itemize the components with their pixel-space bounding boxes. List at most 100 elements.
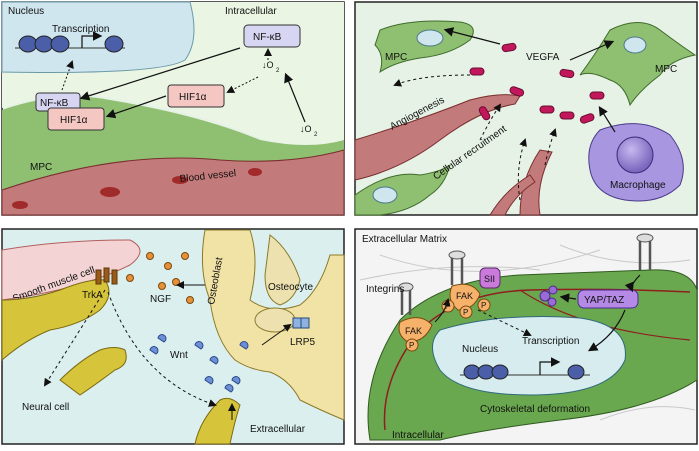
neural-label: Neural cell — [22, 402, 69, 413]
transcription-arrow — [81, 31, 103, 48]
phospho-label: P — [481, 301, 486, 310]
recruited-cell — [354, 163, 451, 216]
mpc-label: MPC — [30, 162, 52, 173]
red-blood-cell — [172, 176, 188, 184]
sii-protein — [479, 267, 501, 289]
extracellular-label: Extracellular — [250, 424, 306, 435]
o2-up-label: ↓O — [262, 60, 274, 70]
dna-strand — [460, 364, 590, 380]
trka-receptor — [103, 267, 110, 283]
phospho-site — [477, 298, 491, 312]
vegfa-mpc-arrow — [443, 27, 501, 45]
mpc-right-label: MPC — [655, 64, 677, 75]
vessel-branch — [489, 174, 536, 216]
mpc-left-label: MPC — [385, 52, 407, 63]
phospho-site — [405, 338, 419, 352]
blood-vessel — [1, 149, 345, 216]
wnt-lrp5-arrow — [261, 323, 292, 346]
integrins-label: Integrins — [366, 284, 404, 295]
o2-low-label: ↓O — [300, 124, 312, 134]
mpc-nucleus-left — [416, 29, 444, 47]
lrp5-receptor — [292, 317, 302, 329]
wnt-particles — [149, 334, 249, 393]
o2-up-subscript: 2 — [276, 68, 280, 74]
vegfa-particles — [469, 42, 605, 124]
macrophage-label: Macrophage — [610, 180, 666, 191]
wnt-label: Wnt — [170, 350, 188, 361]
hif-mid-label: HIF1α — [179, 92, 207, 103]
nfkb-left-label: NF-κB — [40, 98, 69, 109]
fak-nucleus-arrow — [477, 309, 532, 337]
recruited-nucleus — [372, 186, 398, 204]
yap-label: YAP/TAZ — [584, 295, 624, 306]
intracellular-label: Intracellular — [225, 6, 277, 17]
recruitment-arrow — [544, 128, 557, 166]
trka-receptor — [95, 269, 102, 285]
neural-cell-process — [59, 347, 127, 396]
vegfa-mpc-arrow — [569, 40, 615, 61]
yap-nucleus-arrow — [587, 309, 626, 352]
lrp5-label: LRP5 — [290, 337, 315, 348]
degraded-yap — [539, 285, 558, 307]
panel-bottom-right: Nucleus Transcription Integrins FAK P — [354, 228, 698, 445]
nucleus-label: Nucleus — [462, 344, 498, 355]
nucleus — [432, 316, 626, 396]
neural-cell — [1, 279, 110, 362]
fak-mid — [449, 283, 481, 311]
ngf-label: NGF — [150, 294, 171, 305]
trka-signal-arrow — [107, 291, 217, 407]
hif-left-label: HIF1α — [60, 115, 88, 126]
nucleus-label: Nucleus — [8, 6, 44, 17]
transcription-arrow — [539, 357, 561, 375]
red-blood-cell — [12, 201, 28, 209]
o2-low-subscript: 2 — [314, 132, 318, 138]
macrophage-nucleus — [616, 136, 654, 174]
low-o2-arrow — [284, 72, 306, 123]
mpc-nucleus-right — [623, 36, 647, 54]
trka-label: TrkA — [82, 290, 103, 301]
lrp5-receptor — [300, 317, 310, 329]
phospho-label: P — [463, 308, 468, 317]
integrin-receptors — [400, 240, 652, 315]
hif-box-mid — [167, 84, 225, 108]
red-blood-cell — [100, 187, 120, 197]
integrin-yap-arrow — [624, 274, 641, 293]
nucleus-import-arrow — [61, 60, 74, 91]
panel-top-left: Transcription Nucleus Intracellular NF-κ… — [1, 1, 345, 216]
recruitment-arrow — [517, 138, 527, 201]
vessel-branch — [354, 94, 521, 181]
osteocyte-label: Osteocyte — [268, 282, 313, 293]
osteocyte-lacuna — [264, 234, 301, 306]
vegfa-label: VEGFA — [526, 52, 560, 63]
fak-fak-arrow — [434, 298, 451, 323]
red-blood-cell — [248, 168, 262, 176]
osteocyte-cell — [254, 307, 296, 333]
hif-arrow — [105, 95, 167, 119]
nfkb-top-label: NF-κB — [253, 32, 282, 43]
integrin-heads — [398, 233, 654, 292]
cytoskeletal-label: Cytoskeletal deformation — [480, 404, 590, 415]
sii-label: SII — [484, 274, 495, 284]
recruitment-arrow — [479, 103, 502, 141]
panel-bottom-left: Smooth muscle cell Osteoblast Osteocyte … — [1, 228, 345, 445]
phospho-site — [459, 305, 473, 319]
transcription-label: Transcription — [522, 336, 579, 347]
smooth-muscle-cell — [1, 239, 141, 301]
fak-mid-label: FAK — [456, 291, 473, 301]
fak-left — [398, 317, 433, 343]
o2-hif-arrow — [226, 76, 259, 93]
ecm-label: Extracellular Matrix — [362, 234, 447, 245]
intracellular-label: Intracellular — [392, 430, 444, 441]
yap-degrade-arrow — [559, 293, 577, 303]
transcription-label: Transcription — [52, 24, 109, 35]
panel-top-right: MPC MPC Macrophage VEGFA — [354, 1, 698, 216]
trka-receptor — [111, 269, 118, 285]
phospho-label: P — [409, 341, 414, 350]
macrophage-vegfa-arrow — [598, 105, 616, 133]
dna-strand — [15, 35, 125, 53]
nfkb-box-top — [243, 24, 301, 48]
nfkb-arrow — [79, 47, 241, 101]
fak-left-label: FAK — [405, 326, 422, 336]
hif-box-left — [47, 107, 105, 131]
